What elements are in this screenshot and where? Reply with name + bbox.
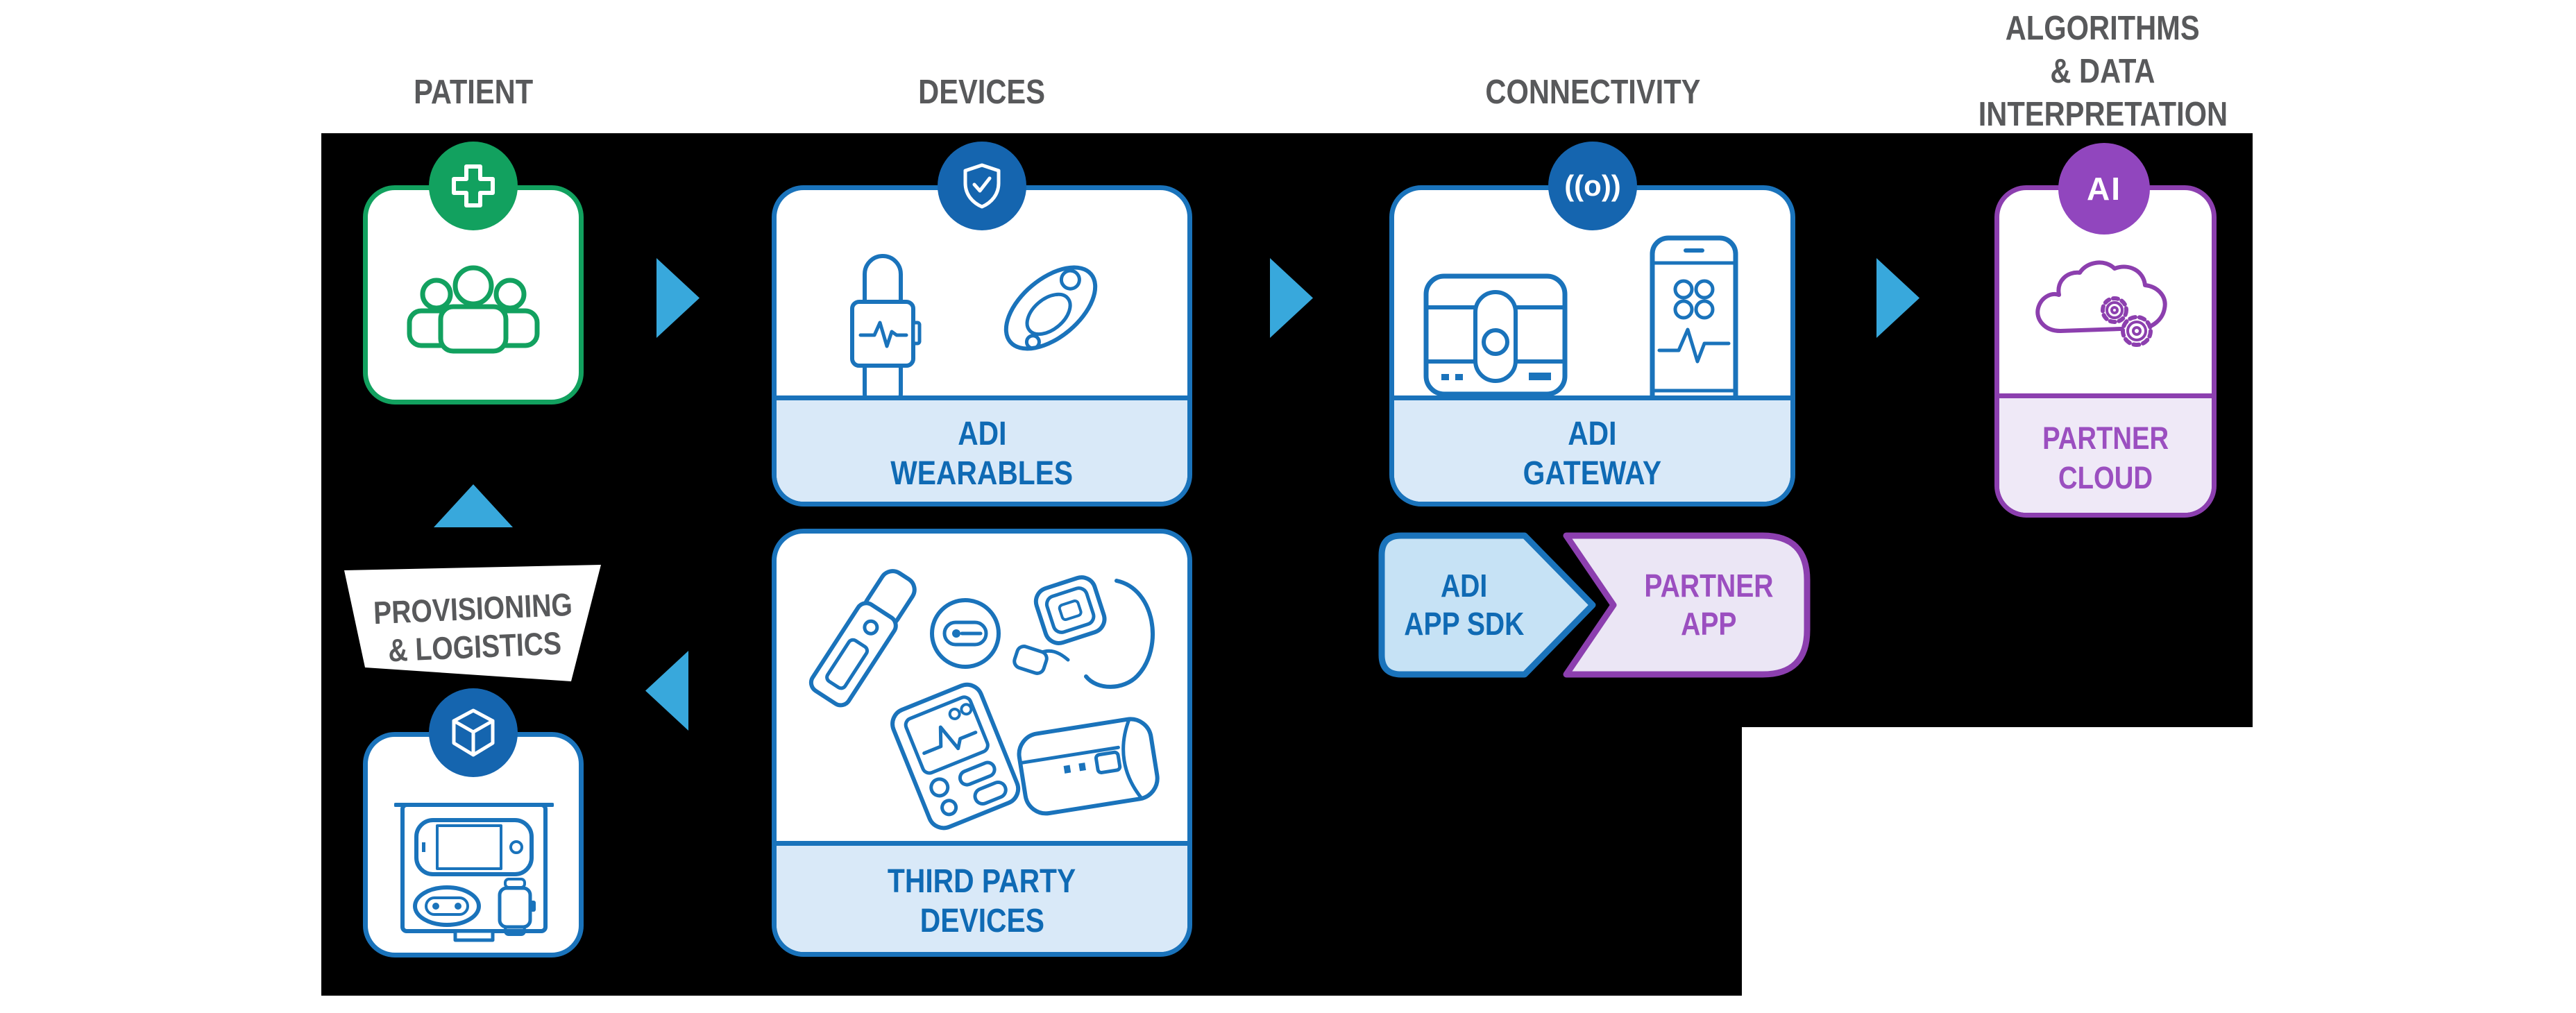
- bp-cuff-icon: [1017, 717, 1160, 816]
- provisioning-logistics-banner: PROVISIONING & LOGISTICS: [344, 565, 601, 681]
- bp-monitor-icon: [890, 682, 1021, 831]
- third-party-devices-label: THIRD PARTY DEVICES: [777, 841, 1187, 952]
- coin-sensor-icon: [930, 598, 1001, 669]
- medical-cross-icon: [448, 161, 498, 211]
- provisioning-badge: [429, 688, 518, 777]
- connectivity-badge: ((o)): [1548, 142, 1637, 230]
- package-cube-icon: [448, 706, 498, 759]
- ai-badge: AI: [2058, 143, 2150, 235]
- security-badge: [938, 142, 1026, 230]
- adi-wearables-box: ADI WEARABLES: [772, 185, 1192, 506]
- third-party-devices-box: THIRD PARTY DEVICES: [772, 529, 1192, 957]
- adi-gateway-label: ADI GATEWAY: [1394, 395, 1790, 502]
- column-header-connectivity: CONNECTIVITY: [1484, 74, 1701, 111]
- adi-app-sdk-arrow-shape: [1378, 532, 1596, 678]
- inhaler-icon: [808, 569, 917, 708]
- wireless-broadcast-icon: ((o)): [1564, 169, 1621, 202]
- partner-app-banner-shape: [1563, 532, 1811, 678]
- adi-wearables-label: ADI WEARABLES: [777, 395, 1187, 502]
- wrist-monitor-icon: [1012, 575, 1155, 689]
- shield-check-icon: [960, 162, 1004, 210]
- ai-label: AI: [2087, 171, 2121, 207]
- column-header-devices: DEVICES: [918, 74, 1046, 111]
- partner-cloud-box: PARTNER CLOUD: [1994, 185, 2217, 518]
- column-header-patient: PATIENT: [414, 74, 533, 111]
- adi-app-sdk-chip: ADI APP SDK: [1378, 531, 1607, 679]
- adi-gateway-box: ADI GATEWAY: [1389, 185, 1795, 506]
- patient-badge: [429, 142, 518, 230]
- column-header-algorithms: ALGORITHMS & DATA INTERPRETATION: [1978, 10, 2228, 133]
- partner-app-chip: PARTNER APP: [1558, 531, 1811, 679]
- partner-cloud-label: PARTNER CLOUD: [1999, 393, 2212, 513]
